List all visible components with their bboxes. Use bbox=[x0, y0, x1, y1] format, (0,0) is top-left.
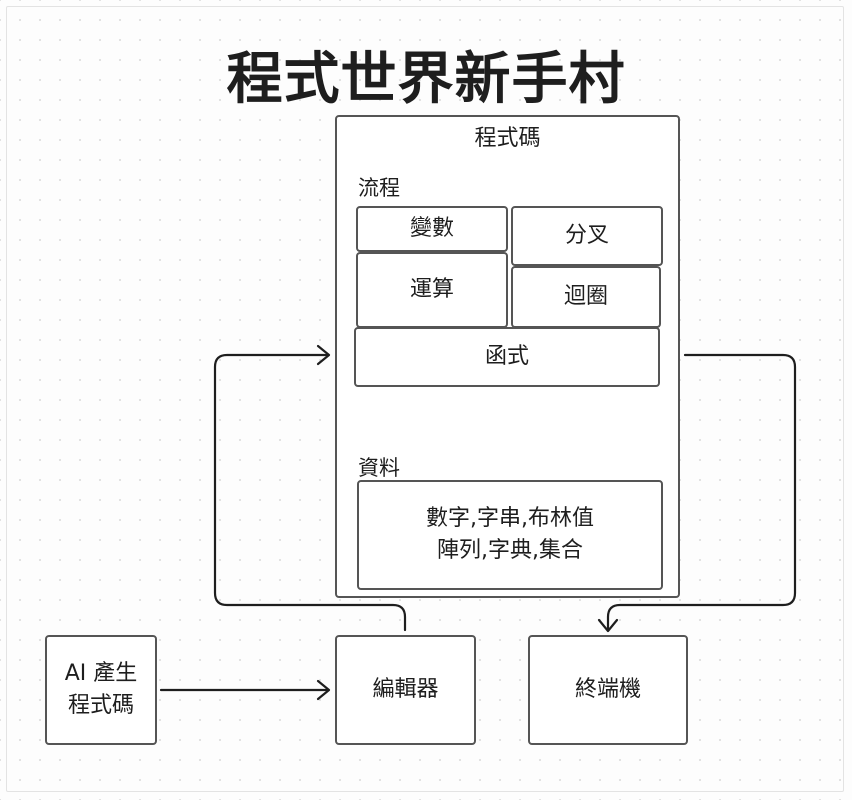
operations-box: 運算 bbox=[356, 252, 508, 328]
variables-box: 變數 bbox=[356, 206, 508, 252]
data-types-box: 數字,字串,布林值 陣列,字典,集合 bbox=[357, 480, 663, 590]
editor-box: 編輯器 bbox=[335, 635, 476, 745]
arrow-editor-to-code bbox=[213, 353, 407, 632]
arrow-code-to-terminal bbox=[606, 353, 797, 632]
arrowhead-code-to-terminal bbox=[597, 618, 619, 633]
arrowhead-ai-to-editor bbox=[316, 679, 331, 701]
arrowhead-editor-to-code bbox=[316, 344, 331, 366]
loop-box: 迴圈 bbox=[511, 266, 661, 328]
data-label: 資料 bbox=[358, 456, 400, 480]
functions-box: 函式 bbox=[354, 327, 660, 387]
canvas-frame bbox=[6, 6, 844, 792]
diagram-title: 程式世界新手村 bbox=[226, 47, 626, 112]
data-types-line-2: 陣列,字典,集合 bbox=[437, 538, 583, 563]
flow-label: 流程 bbox=[358, 176, 400, 200]
terminal-box: 終端機 bbox=[528, 635, 688, 745]
ai-generate-box: AI 產生 程式碼 bbox=[45, 635, 157, 745]
code-title: 程式碼 bbox=[474, 126, 541, 151]
ai-generate-line-1: AI 產生 bbox=[64, 661, 138, 687]
ai-generate-line-2: 程式碼 bbox=[67, 693, 134, 718]
data-types-line-1: 數字,字串,布林值 bbox=[426, 506, 594, 532]
branch-box: 分叉 bbox=[511, 206, 663, 266]
